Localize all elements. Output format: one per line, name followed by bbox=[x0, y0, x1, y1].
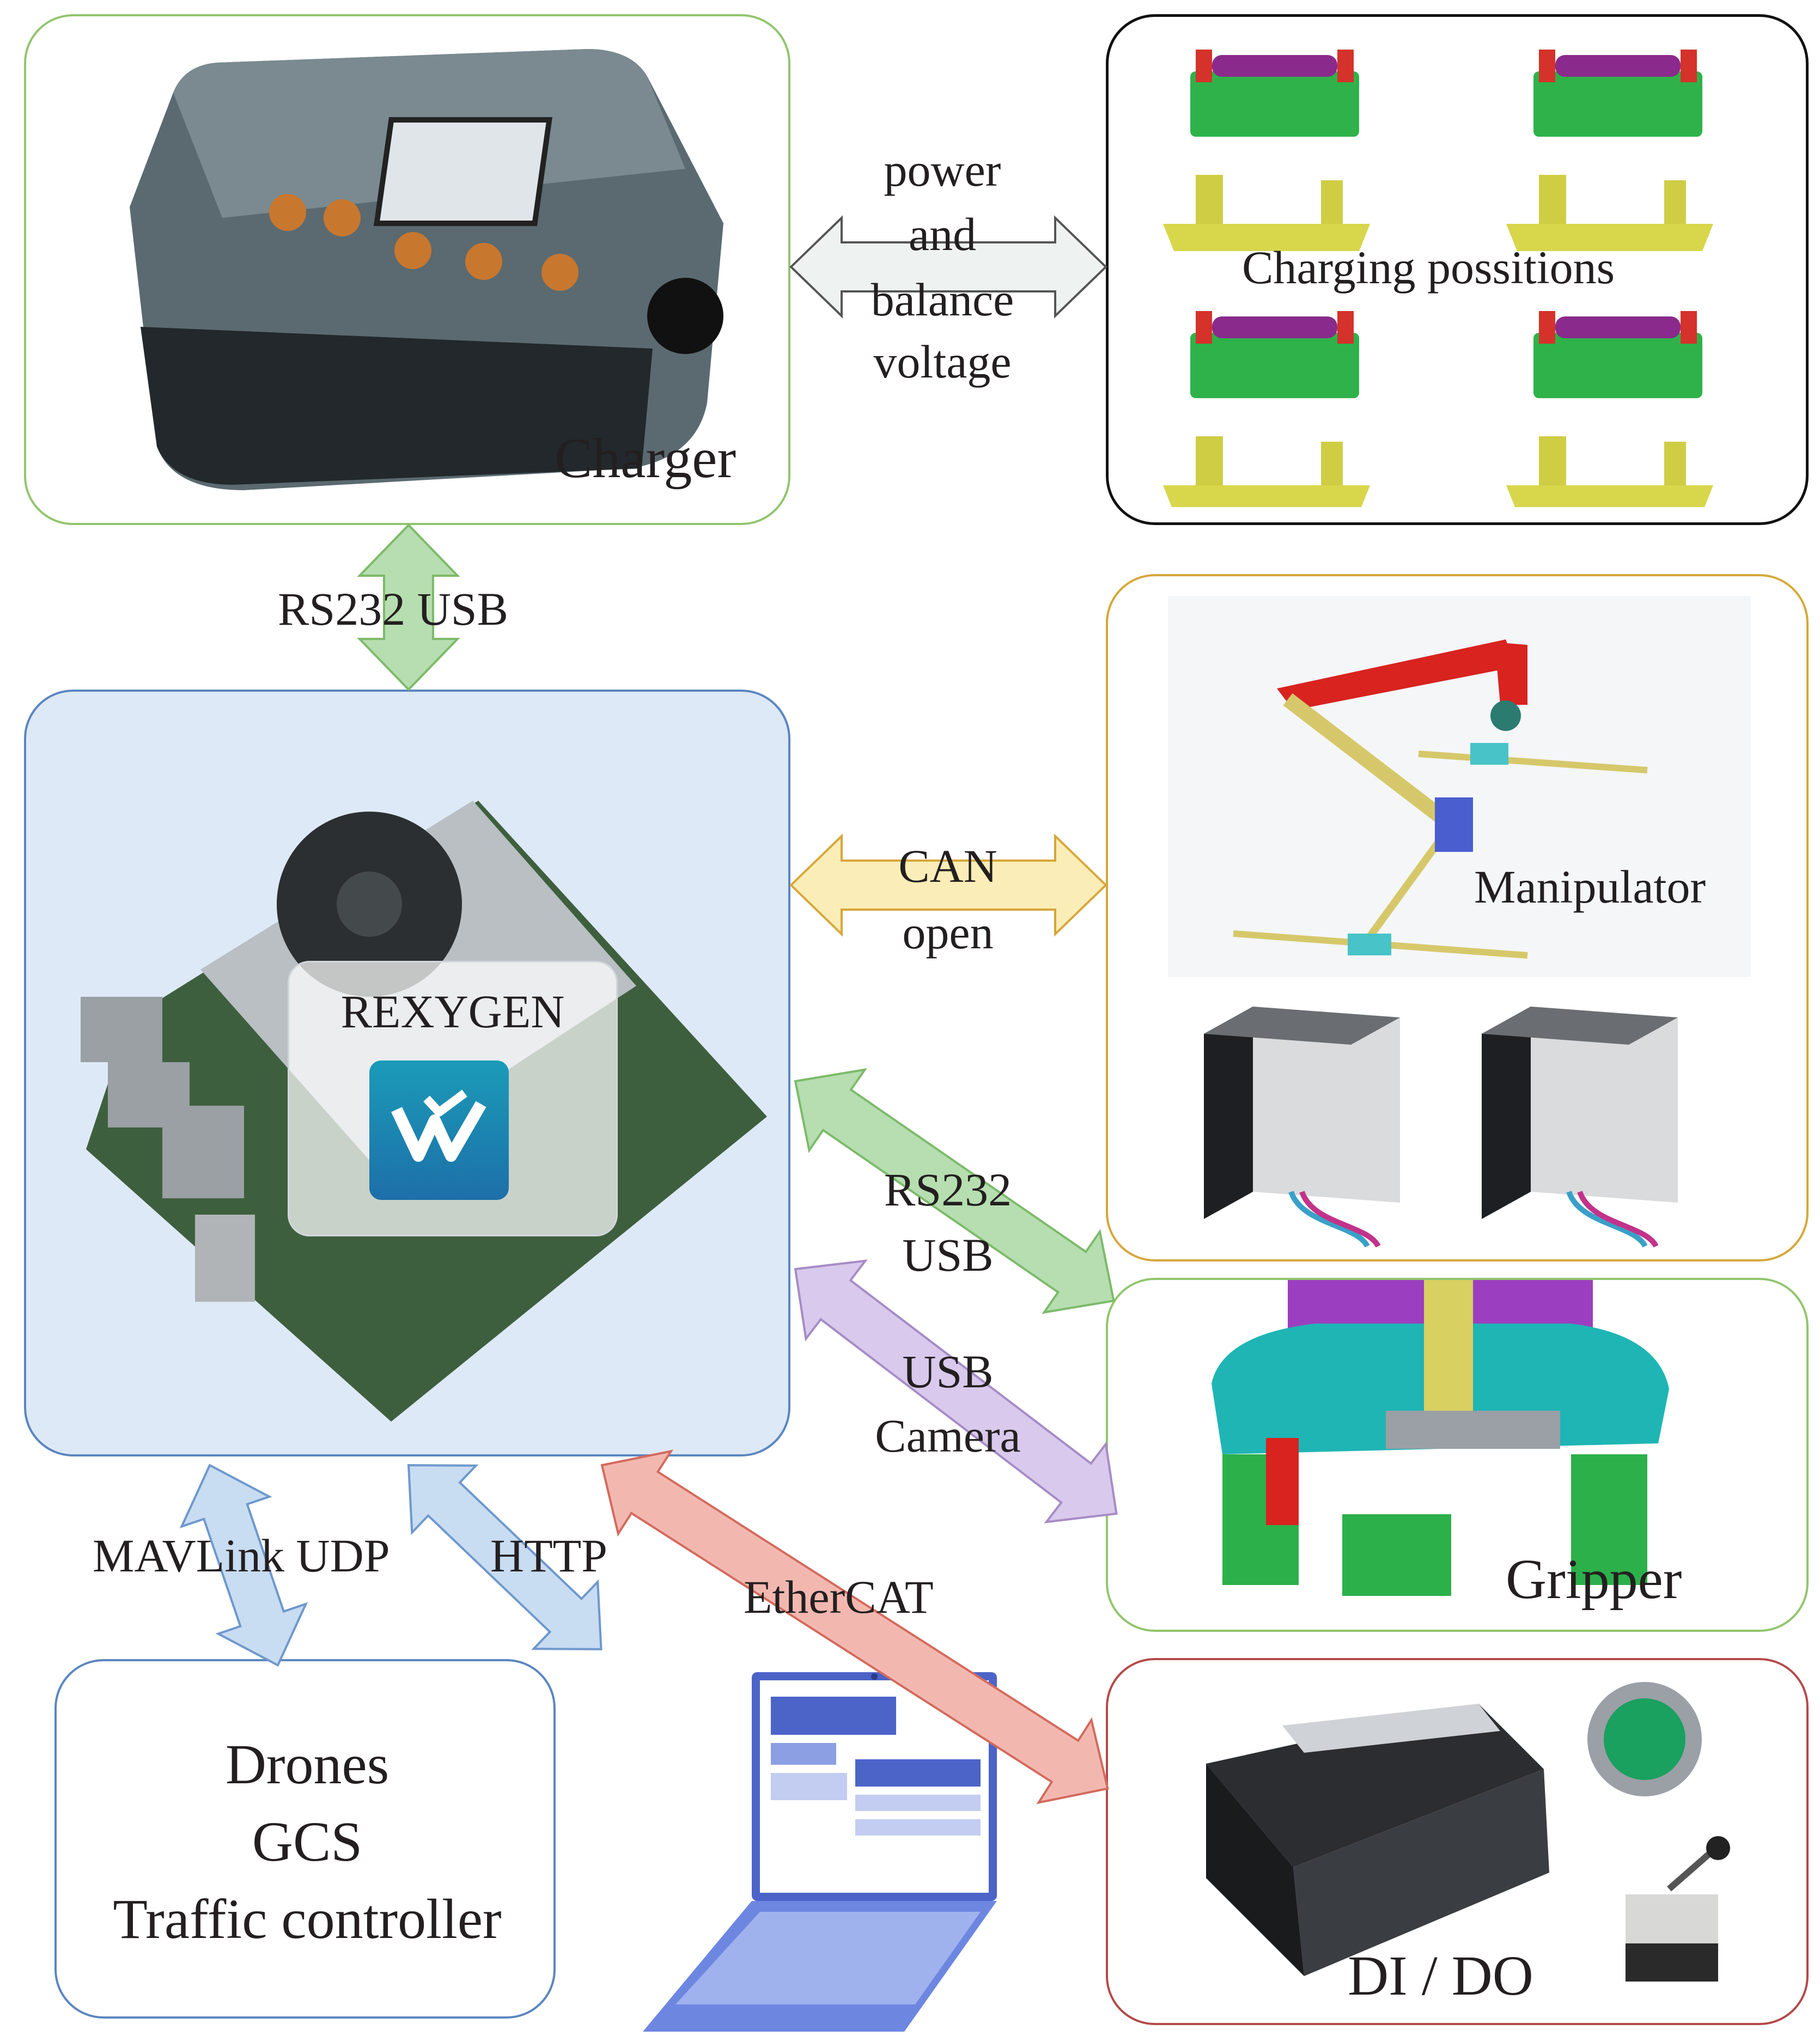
gripper-box: Gripper bbox=[1106, 1278, 1809, 1632]
power-label-4: voltage bbox=[873, 336, 1012, 388]
io-module-image bbox=[1173, 1693, 1566, 1998]
gripper-serial-arrow bbox=[794, 1068, 1115, 1314]
mavlink-arrow bbox=[179, 1464, 308, 1667]
power-label-2: and bbox=[908, 208, 977, 260]
can-label-1: CAN bbox=[898, 840, 997, 892]
ground-box: Drones GCS Traffic controller bbox=[54, 1659, 556, 2019]
power-label-3: balance bbox=[871, 273, 1014, 326]
camera-arrow bbox=[794, 1259, 1118, 1523]
stepper-motor-2 bbox=[1471, 996, 1683, 1252]
power-label-1: power bbox=[884, 144, 1001, 196]
camera-label-2: Camera bbox=[875, 1410, 1021, 1462]
charging-positions-label: Charging possitions bbox=[1242, 241, 1615, 294]
camera-label-1: USB bbox=[902, 1345, 994, 1398]
manipulator-image bbox=[1168, 596, 1751, 977]
can-label-2: open bbox=[902, 906, 994, 959]
dido-box: DI / DO bbox=[1106, 1658, 1809, 2025]
push-button-image bbox=[1587, 1682, 1702, 1796]
rexygen-card: REXYGEN bbox=[288, 961, 618, 1236]
charging-positions-box: Charging possitions bbox=[1106, 14, 1809, 525]
ground-line-2: GCS bbox=[252, 1811, 363, 1873]
limit-switch-image bbox=[1609, 1834, 1751, 1987]
http-arrow bbox=[407, 1464, 602, 1650]
manipulator-box: Manipulator bbox=[1106, 574, 1809, 1261]
mavlink-label: MAVLink UDP bbox=[93, 1529, 390, 1582]
charging-slot-illustration bbox=[1130, 39, 1789, 513]
stepper-motor-1 bbox=[1193, 996, 1405, 1252]
power-balance-arrow bbox=[789, 215, 1107, 319]
http-label: HTTP bbox=[490, 1529, 607, 1582]
gripper-serial-label-2: USB bbox=[902, 1229, 994, 1281]
gripper-image bbox=[1179, 1280, 1696, 1618]
controller-box: REXYGEN bbox=[24, 690, 790, 1456]
ethercat-arrow bbox=[600, 1449, 1109, 1805]
can-arrow bbox=[789, 833, 1107, 937]
charger-box: Charger bbox=[24, 14, 790, 525]
gripper-serial-label-1: RS232 bbox=[884, 1163, 1012, 1216]
charger-image bbox=[108, 44, 734, 501]
charger-link-label: RS232 USB bbox=[278, 583, 508, 635]
charger-label: Charger bbox=[555, 427, 736, 490]
rexygen-label: REXYGEN bbox=[340, 985, 565, 1038]
rexygen-logo-icon bbox=[369, 1060, 509, 1200]
ethercat-label: EtherCAT bbox=[744, 1571, 934, 1623]
dido-label: DI / DO bbox=[1348, 1945, 1533, 2007]
ground-line-3: Traffic controller bbox=[113, 1888, 502, 1950]
charger-controller-arrow bbox=[357, 523, 460, 691]
ground-line-1: Drones bbox=[225, 1733, 389, 1796]
manipulator-label: Manipulator bbox=[1474, 861, 1706, 913]
gripper-label: Gripper bbox=[1506, 1548, 1682, 1611]
